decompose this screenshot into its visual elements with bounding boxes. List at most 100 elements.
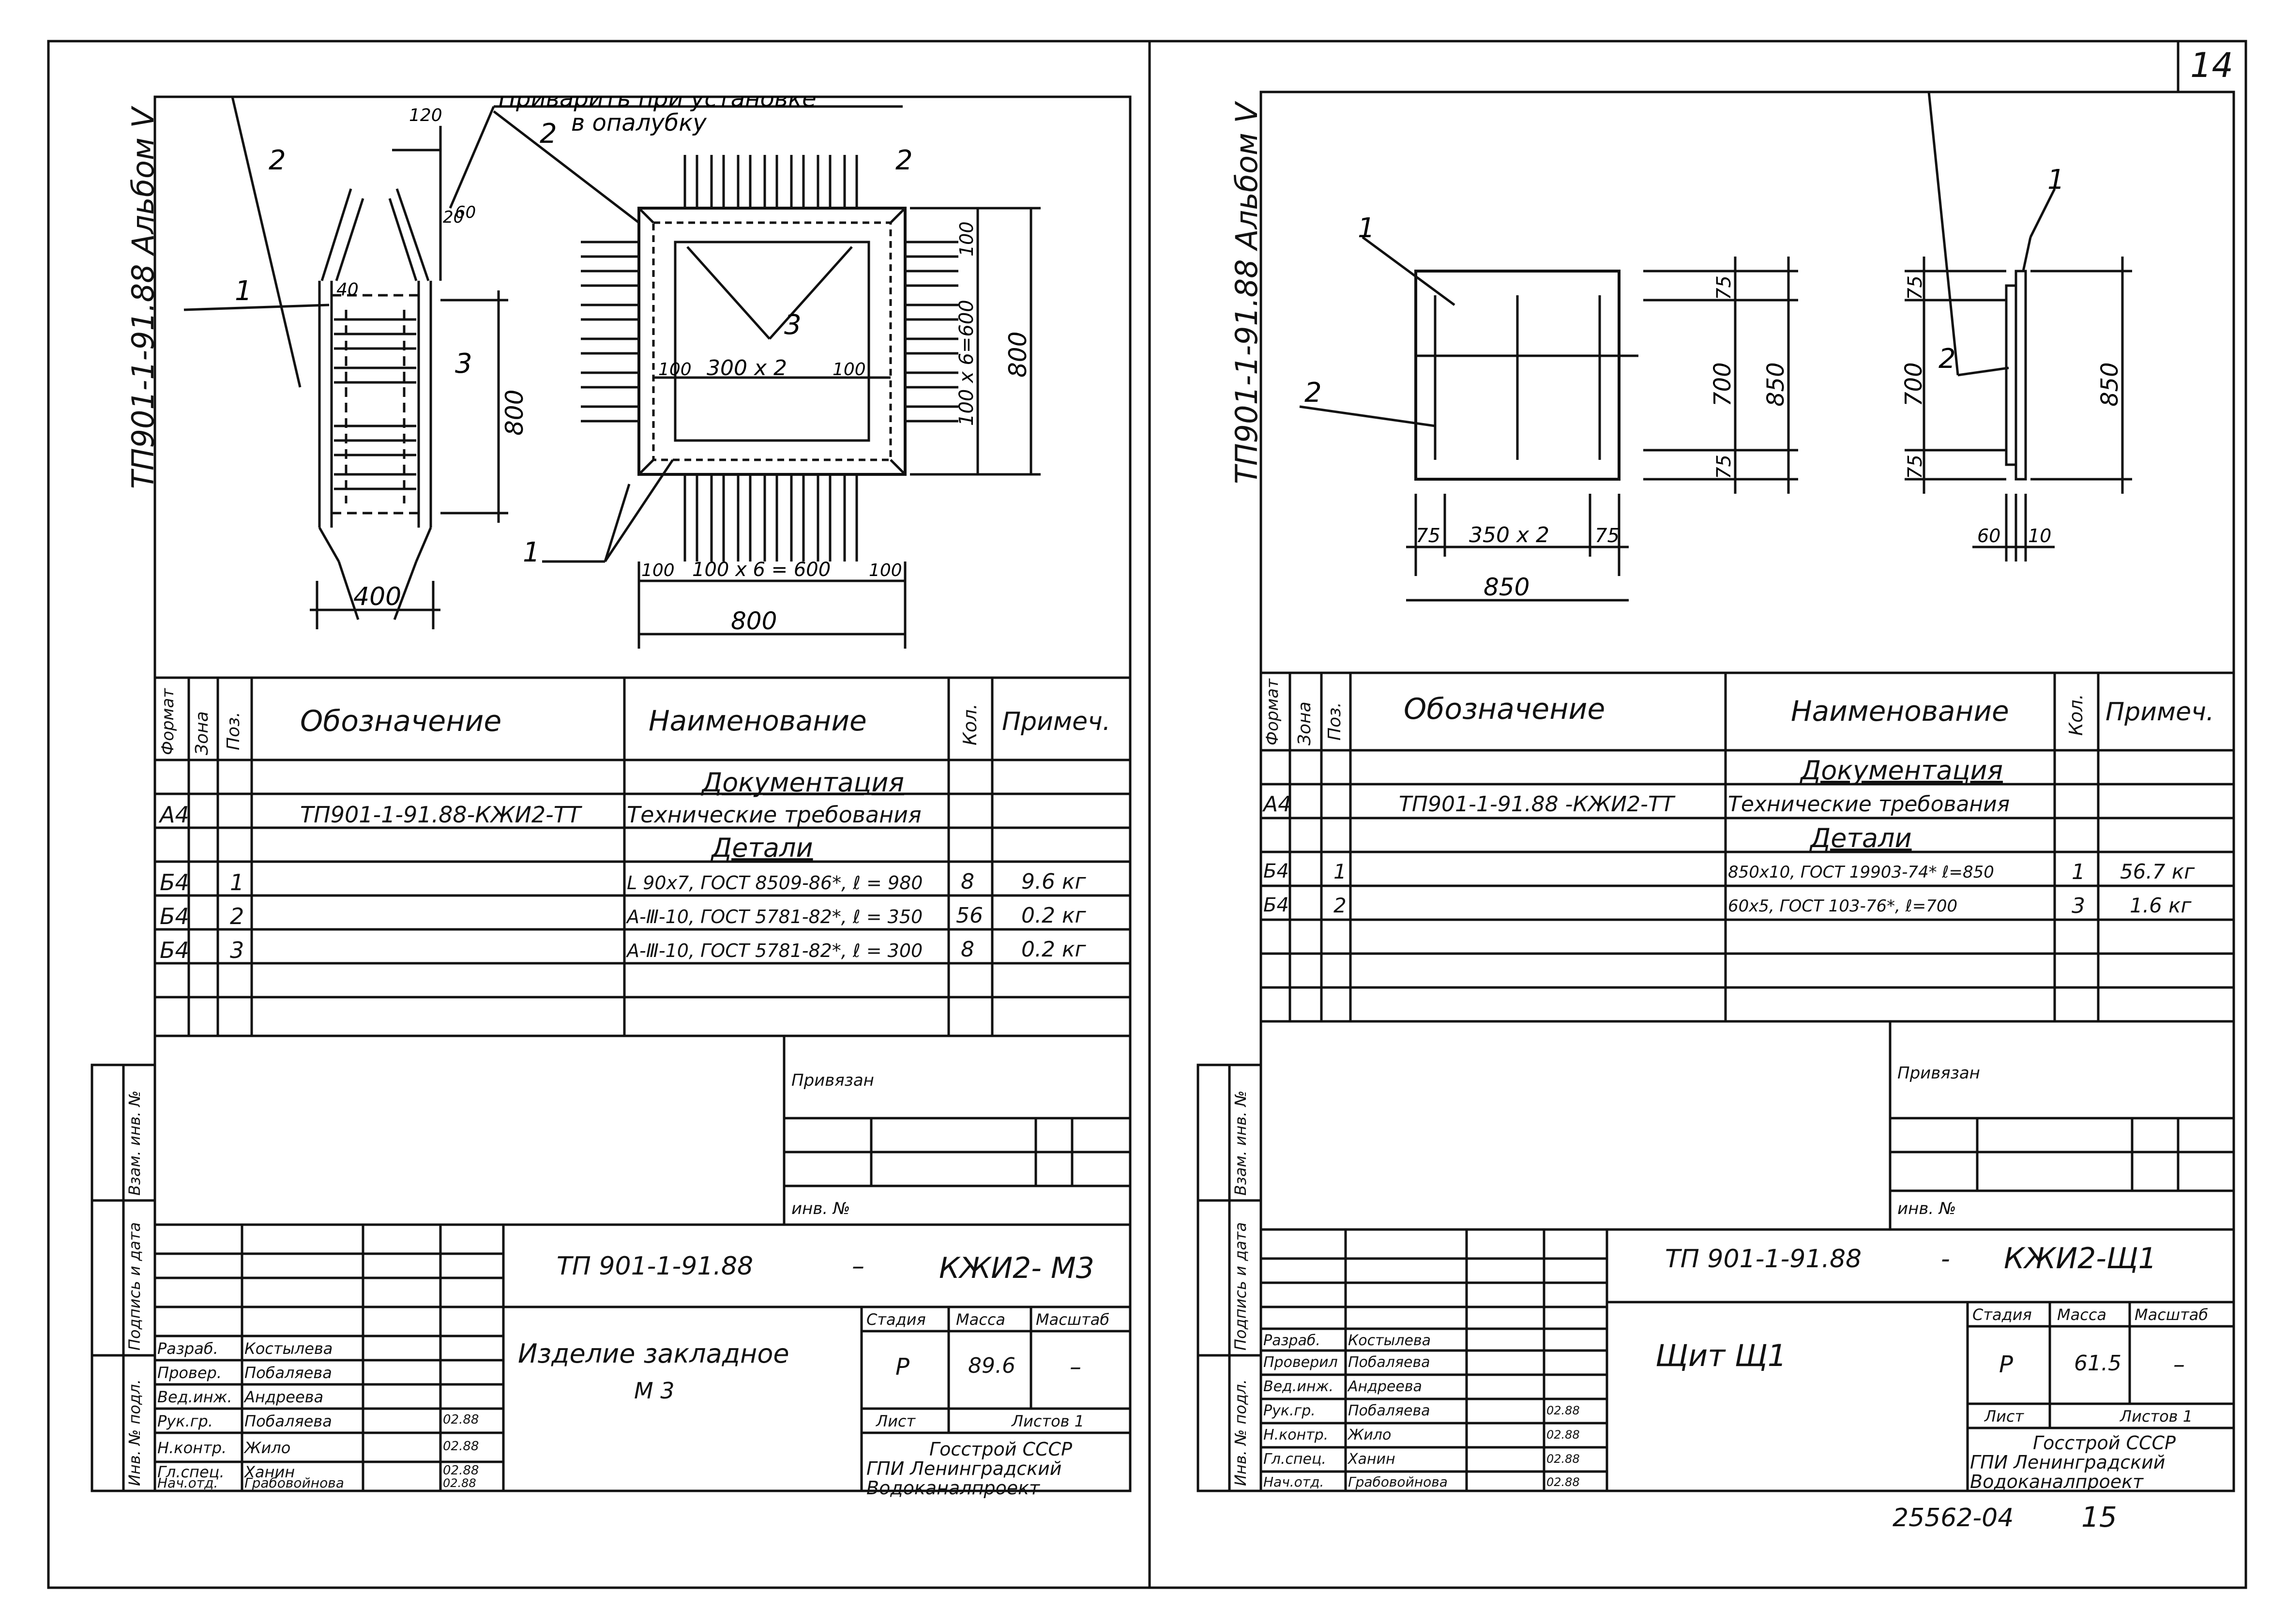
left-tb-org3: Водоканалпроект bbox=[866, 1477, 1040, 1499]
right-hdr-zone: Зона bbox=[1295, 701, 1315, 745]
left-row-format: Б4 bbox=[160, 937, 189, 963]
left-role: Провер. bbox=[157, 1364, 222, 1382]
right-hdr-designation: Обозначение bbox=[1404, 692, 1605, 726]
left-section-docs: Документация bbox=[702, 767, 904, 798]
right-tb-sheet: Лист bbox=[1984, 1407, 2024, 1426]
right-role: Н.контр. bbox=[1263, 1427, 1329, 1443]
right-row-designation: ТП901-1-91.88 -КЖИ2-ТТ bbox=[1399, 792, 1674, 817]
left-weld-note2: в опалубку bbox=[571, 109, 707, 137]
left-role: Гл.спец. bbox=[157, 1463, 225, 1481]
right-tb-mark: КЖИ2-Щ1 bbox=[2004, 1242, 2157, 1275]
right-callout-2b: 2 bbox=[1939, 343, 1956, 375]
left-role-name: Андреева bbox=[244, 1388, 324, 1406]
left-role-name: Костылева bbox=[244, 1339, 333, 1358]
right-row-pos: 2 bbox=[1333, 894, 1347, 917]
right-hdr-qty: Кол. bbox=[2065, 694, 2087, 736]
right-section-parts: Детали bbox=[1810, 823, 1912, 853]
right-callout-1a: 1 bbox=[1358, 212, 1375, 244]
right-role: Нач.отд. bbox=[1263, 1474, 1324, 1490]
callout-3a: 3 bbox=[455, 348, 472, 379]
left-row-qty: 8 bbox=[961, 869, 974, 894]
left-tb-scale: – bbox=[1070, 1353, 1081, 1381]
right-dim-10: 10 bbox=[2028, 525, 2051, 546]
left-role-name: Побаляева bbox=[244, 1364, 332, 1382]
left-tb-stage: Р bbox=[895, 1353, 909, 1381]
dim-800-left: 800 bbox=[500, 390, 529, 436]
dim-800-right: 800 bbox=[1004, 332, 1032, 378]
left-role-date: 02.88 bbox=[443, 1439, 479, 1454]
right-dim-75c: 75 bbox=[1416, 525, 1440, 547]
right-row-note: 1.6 кг bbox=[2130, 894, 2192, 917]
left-role: Н.контр. bbox=[157, 1439, 227, 1457]
left-tb-org2: ГПИ Ленинградский bbox=[866, 1458, 1062, 1479]
left-inv-no: инв. № bbox=[791, 1199, 850, 1218]
right-row-pos: 1 bbox=[1333, 860, 1347, 883]
right-dim-850h: 850 bbox=[1484, 573, 1530, 601]
right-callout-2a: 2 bbox=[1304, 377, 1322, 409]
left-section-parts: Детали bbox=[712, 833, 813, 863]
right-hdr-note: Примеч. bbox=[2105, 698, 2214, 727]
right-row-qty: 1 bbox=[2072, 860, 2085, 884]
right-role-name: Побаляева bbox=[1348, 1354, 1430, 1371]
left-hdr-designation: Обозначение bbox=[300, 704, 502, 738]
bottom-code: 25562-04 bbox=[1893, 1503, 2014, 1533]
right-row-name: 850x10, ГОСТ 19903-74* ℓ=850 bbox=[1728, 863, 1994, 882]
left-role-date: 02.88 bbox=[443, 1476, 476, 1490]
dim-100-d: 100 bbox=[869, 561, 902, 580]
right-role-date: 02.88 bbox=[1546, 1404, 1580, 1417]
right-dim-60: 60 bbox=[1977, 525, 2000, 546]
right-tb-stage: Р bbox=[1999, 1351, 2013, 1378]
right-role-name: Андреева bbox=[1348, 1378, 1422, 1395]
right-dim-75e: 75 bbox=[1904, 275, 1926, 300]
left-row-pos: 1 bbox=[230, 869, 244, 895]
right-dim-350x2: 350 x 2 bbox=[1469, 523, 1549, 547]
right-dim-75f: 75 bbox=[1904, 455, 1926, 479]
right-role-name: Костылева bbox=[1348, 1332, 1431, 1349]
left-drawing: Приварить при установке в опалубку 120 2… bbox=[183, 97, 1041, 649]
right-row-format: Б4 bbox=[1263, 860, 1289, 882]
left-weld-note: Приварить при установке bbox=[499, 97, 817, 112]
left-tb-dash: – bbox=[852, 1252, 864, 1281]
dim-120: 120 bbox=[409, 106, 442, 125]
callout-2c: 2 bbox=[895, 145, 913, 176]
right-side-a: Взам. инв. № bbox=[1231, 1090, 1250, 1196]
dim-100-b: 100 bbox=[833, 360, 866, 379]
dim-100x6-right: 100 x 6=600 bbox=[955, 300, 978, 426]
right-tb-mass: 61.5 bbox=[2074, 1351, 2121, 1376]
dim-100-c: 100 bbox=[641, 561, 675, 580]
right-role: Вед.инж. bbox=[1263, 1378, 1333, 1395]
right-row-name: 60x5, ГОСТ 103-76*, ℓ=700 bbox=[1728, 896, 1958, 916]
right-hdr-format: Формат bbox=[1263, 679, 1282, 745]
left-role-date: 02.88 bbox=[443, 1463, 479, 1478]
left-row-format: А4 bbox=[160, 802, 189, 828]
right-role: Рук.гр. bbox=[1263, 1402, 1316, 1419]
right-dim-75a: 75 bbox=[1713, 275, 1735, 300]
bottom-page: 15 bbox=[2081, 1501, 2117, 1533]
left-role: Вед.инж. bbox=[157, 1388, 232, 1406]
left-role-date: 02.88 bbox=[443, 1412, 479, 1427]
right-tb-stage-h: Стадия bbox=[1972, 1305, 2032, 1324]
right-inv-no: инв. № bbox=[1897, 1199, 1956, 1218]
left-tb-mass-h: Масса bbox=[956, 1310, 1006, 1329]
left-row-note: 9.6 кг bbox=[1021, 869, 1086, 894]
left-hdr-name: Наименование bbox=[649, 704, 867, 737]
left-tb-sheets: Листов 1 bbox=[1012, 1412, 1085, 1430]
left-row-name: А-Ⅲ-10, ГОСТ 5781-82*, ℓ = 350 bbox=[627, 906, 923, 927]
left-tb-sheet: Лист bbox=[876, 1412, 916, 1430]
left-row-pos: 2 bbox=[230, 903, 244, 929]
left-spec-grid bbox=[91, 676, 1130, 1492]
left-row-format: Б4 bbox=[160, 869, 189, 895]
dim-20: 20 bbox=[443, 208, 464, 227]
right-dim-850c: 850 bbox=[2096, 362, 2123, 407]
left-role-name: Побаляева bbox=[244, 1412, 332, 1430]
left-row-pos: 3 bbox=[230, 937, 244, 963]
left-role: Разраб. bbox=[157, 1339, 218, 1358]
callout-1a: 1 bbox=[235, 275, 252, 307]
right-role: Проверил bbox=[1263, 1354, 1338, 1371]
left-role: Нач.отд. bbox=[157, 1475, 218, 1491]
right-dim-850v: 850 bbox=[1762, 362, 1789, 407]
right-dim-75d: 75 bbox=[1595, 525, 1620, 547]
right-tb-sheets: Листов 1 bbox=[2120, 1407, 2193, 1426]
left-tb-mass: 89.6 bbox=[968, 1353, 1015, 1378]
